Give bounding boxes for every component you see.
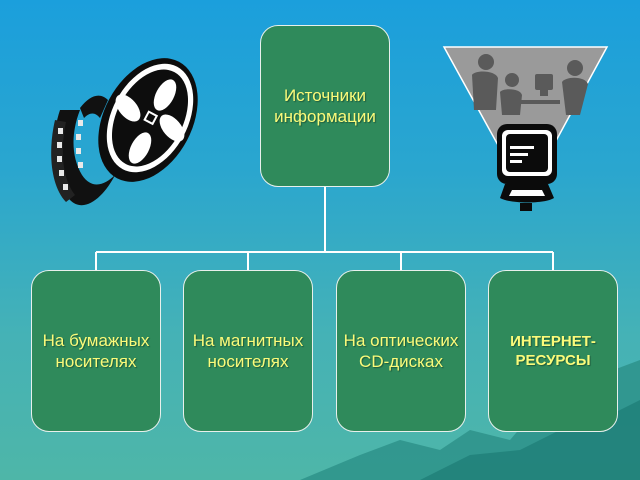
root-node-label: Источники информации	[274, 86, 376, 126]
node-internet-resources-label: ИНТЕРНЕТ- РЕСУРСЫ	[510, 333, 596, 369]
node-internet-resources: ИНТЕРНЕТ- РЕСУРСЫ	[488, 270, 618, 432]
root-node-information-sources: Источники информации	[260, 25, 390, 187]
node-magnetic-media-label: На магнитных носителях	[192, 331, 304, 371]
node-optical-cd-label: На оптических CD-дисках	[343, 331, 459, 371]
node-magnetic-media: На магнитных носителях	[183, 270, 313, 432]
node-paper-media-label: На бумажных носителях	[42, 331, 150, 371]
node-paper-media: На бумажных носителях	[31, 270, 161, 432]
node-optical-cd: На оптических CD-дисках	[336, 270, 466, 432]
